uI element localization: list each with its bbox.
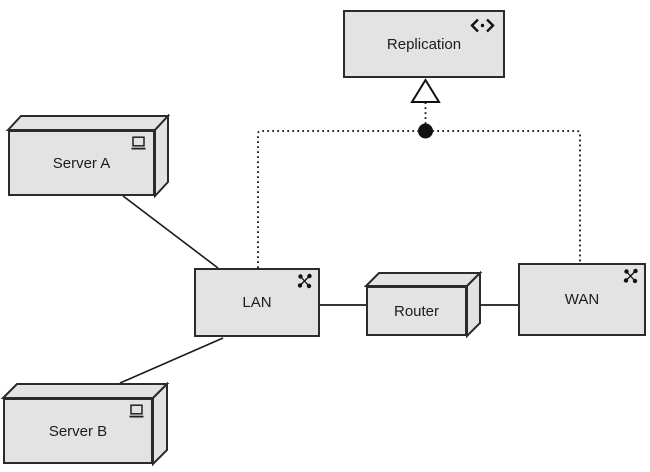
computer-icon — [128, 404, 145, 419]
node-replication: Replication — [343, 10, 505, 78]
node-router-label: Router — [393, 302, 440, 320]
node-lan-label: LAN — [242, 294, 272, 311]
server-b-side-face — [152, 381, 168, 467]
node-lan: LAN — [194, 268, 320, 337]
edge-server-b-lan — [119, 337, 224, 384]
server-a-side-face — [154, 113, 169, 199]
node-wan-label: WAN — [564, 291, 600, 308]
node-server-a-label: Server A — [52, 154, 111, 172]
server-b-top-face — [0, 383, 170, 399]
junction-dot — [418, 123, 433, 139]
node-server-b: Server B — [3, 398, 153, 464]
realization-arrowhead — [410, 78, 441, 103]
node-server-a: Server A — [8, 130, 155, 196]
network-icon — [623, 268, 639, 284]
network-icon — [297, 273, 313, 289]
edge-dotted-lan-wan — [257, 130, 581, 268]
collaboration-icon — [469, 17, 496, 34]
computer-icon — [130, 136, 147, 151]
router-side-face — [466, 270, 481, 339]
edge-server-a-lan — [122, 195, 219, 269]
server-a-top-face — [5, 115, 171, 131]
node-server-b-label: Server B — [48, 422, 108, 440]
router-top-face — [363, 272, 483, 287]
node-router: Router — [366, 286, 467, 336]
node-wan: WAN — [518, 263, 646, 336]
node-replication-label: Replication — [386, 35, 462, 53]
